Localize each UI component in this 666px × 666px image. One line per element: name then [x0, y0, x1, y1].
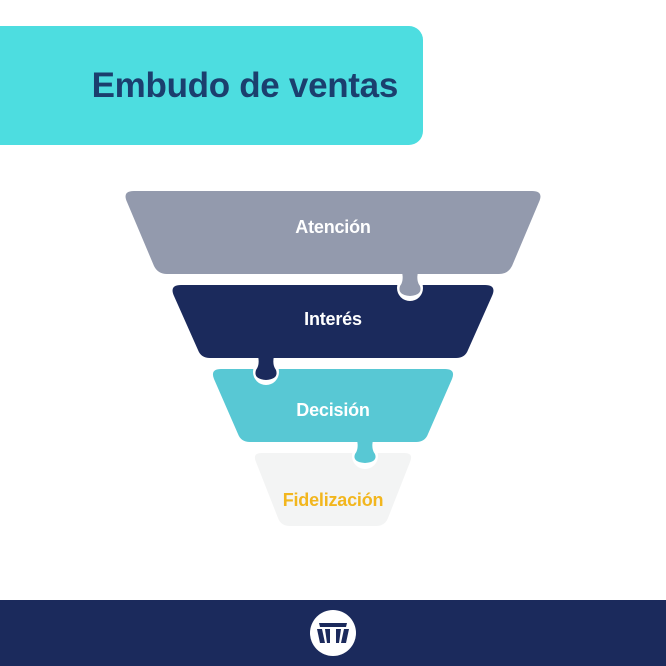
- funnel-stage-fidelizacion: [254, 443, 412, 526]
- funnel-label-fidelizacion: Fidelización: [282, 490, 384, 510]
- funnel-label-interes: Interés: [304, 309, 362, 329]
- funnel-label-decision: Decisión: [296, 400, 370, 420]
- title-banner: Embudo de ventas: [0, 26, 423, 145]
- page-title: Embudo de ventas: [91, 65, 399, 105]
- funnel-stage-atencion: [125, 191, 541, 296]
- footer-bar: [0, 600, 666, 666]
- funnel-label-atencion: Atención: [295, 217, 371, 237]
- arch-logo-icon: [310, 610, 356, 656]
- sales-funnel-diagram: [125, 191, 541, 526]
